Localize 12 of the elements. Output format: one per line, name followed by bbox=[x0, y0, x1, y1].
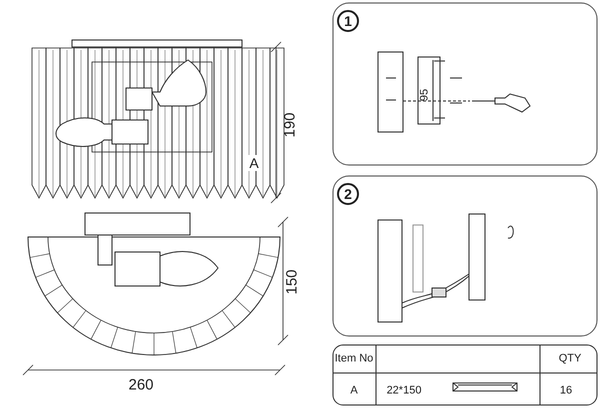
dimension-label: 260 bbox=[128, 378, 154, 392]
dimension-label: 95 bbox=[420, 88, 430, 102]
step-number: 1 bbox=[337, 10, 359, 32]
view-label: A bbox=[247, 155, 261, 171]
table-cell: A bbox=[350, 386, 358, 396]
dimension-label: 150 bbox=[284, 269, 300, 295]
column-header: QTY bbox=[558, 354, 582, 364]
column-header: Item No bbox=[334, 354, 374, 364]
table-cell: 22*150 bbox=[386, 386, 422, 396]
table-cell: 16 bbox=[560, 386, 572, 396]
dimension-label: 190 bbox=[282, 112, 298, 138]
step-number: 2 bbox=[337, 183, 359, 205]
